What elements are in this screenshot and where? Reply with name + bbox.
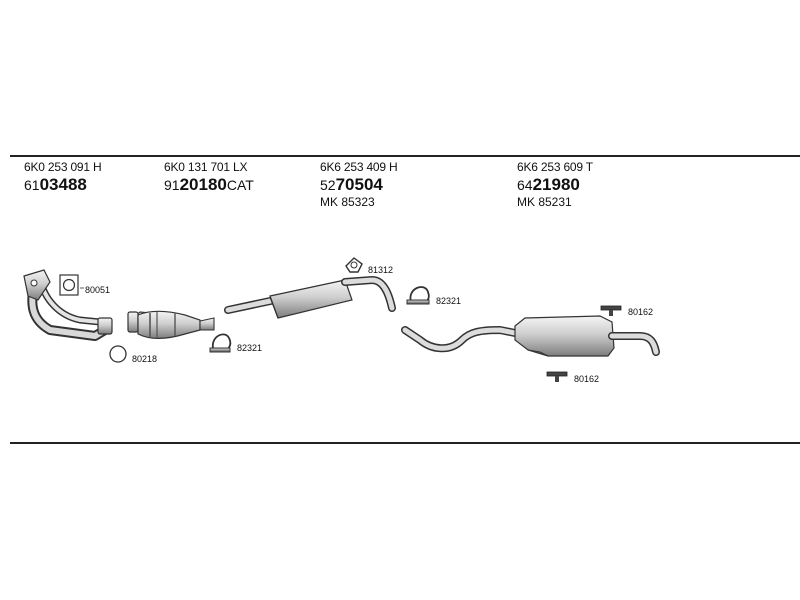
- part-number: 6103488: [24, 176, 101, 194]
- part-number-main: 03488: [39, 175, 87, 194]
- callout-label: 80162: [574, 374, 599, 384]
- part-number-main: 20180: [179, 175, 227, 194]
- part-column-rear-silencer: 6K6 253 609 T 6421980 MK 85231: [517, 160, 593, 210]
- mk-number: MK 85231: [517, 195, 572, 209]
- oe-number: 6K0 253 091 H: [24, 160, 102, 174]
- hanger-80162-bottom: [546, 371, 568, 382]
- middle-silencer-body: [269, 279, 353, 319]
- part-number-suffix: CAT: [226, 177, 254, 193]
- hanger-80162-top: [600, 305, 622, 316]
- part-number-prefix: 52: [320, 177, 336, 193]
- part-number-main: 70504: [335, 175, 383, 194]
- callout-label: 82321: [237, 343, 262, 353]
- oe-number: 6K0 131 701 LX: [164, 160, 248, 174]
- callout-label: 80218: [132, 354, 157, 364]
- callout-label: 82321: [436, 296, 461, 306]
- front-pipe-flange: [23, 269, 51, 301]
- front-pipe: [23, 269, 113, 341]
- part-column-catalyst: 6K0 131 701 LX 9120180CAT: [164, 160, 254, 195]
- oe-number: 6K6 253 409 H: [320, 160, 398, 174]
- clamp-81312: [345, 257, 363, 273]
- oe-number: 6K6 253 609 T: [517, 160, 593, 174]
- part-number: 9120180CAT: [164, 176, 254, 194]
- rear-silencer: [401, 315, 660, 357]
- catalytic-converter: [127, 310, 215, 340]
- catalyst-inlet-flange: [127, 311, 139, 333]
- part-column-front-pipe: 6K0 253 091 H 6103488: [24, 160, 102, 195]
- part-number-prefix: 64: [517, 177, 533, 193]
- callout-label: 80051: [85, 285, 110, 295]
- callout-label: 81312: [368, 265, 393, 275]
- part-number-main: 21980: [532, 175, 580, 194]
- ring-80218: [109, 345, 127, 363]
- callout-label: 80162: [628, 307, 653, 317]
- middle-silencer: [224, 275, 396, 319]
- bottom-divider: [10, 442, 800, 444]
- gasket-80051: [59, 274, 84, 296]
- top-divider: [10, 155, 800, 157]
- part-number: 6421980: [517, 176, 593, 194]
- clamp-82321-right: [406, 286, 430, 305]
- front-pipe-end-flange: [97, 317, 113, 335]
- rear-silencer-body: [514, 315, 615, 357]
- part-number: 5270504: [320, 176, 397, 194]
- part-number-prefix: 61: [24, 177, 40, 193]
- catalyst-body: [137, 310, 201, 340]
- mk-number: MK 85323: [320, 195, 375, 209]
- part-number-prefix: 91: [164, 177, 180, 193]
- part-column-middle-silencer: 6K6 253 409 H 5270504 MK 85323: [320, 160, 398, 210]
- clamp-82321-left: [209, 333, 232, 353]
